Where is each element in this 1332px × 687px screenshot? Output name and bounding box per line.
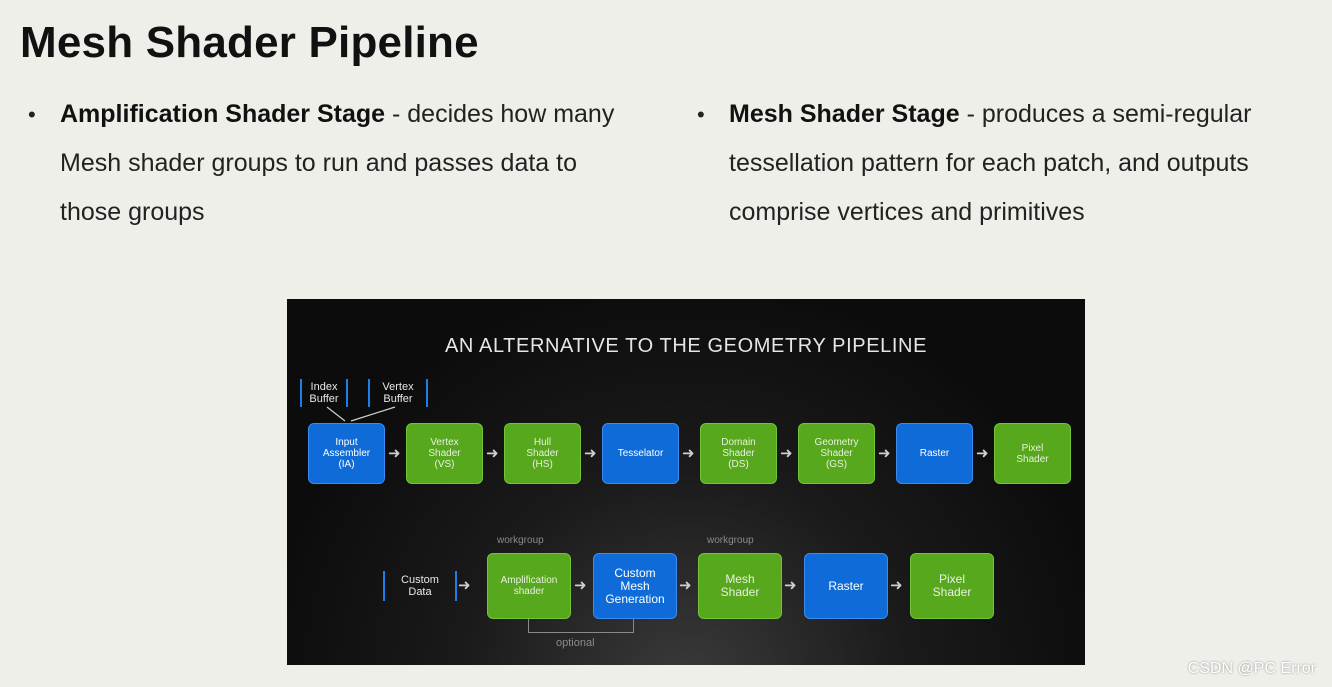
bullet-body: - decides how many Mesh shader groups to…	[60, 100, 615, 226]
arrow-icon: ➜	[679, 577, 692, 594]
pipeline-diagram: AN ALTERNATIVE TO THE GEOMETRY PIPELINE …	[287, 299, 1085, 665]
index-buffer-input: Index Buffer	[300, 379, 348, 407]
stage-input-assembler: Input Assembler (IA)	[308, 423, 385, 484]
arrow-icon: ➜	[784, 577, 797, 594]
stage-pixel-shader: Pixel Shader	[994, 423, 1071, 484]
bullet-text: Mesh Shader Stage - produces a semi-regu…	[729, 90, 1317, 237]
arrow-icon: ➜	[458, 577, 471, 594]
slide-title: Mesh Shader Pipeline	[20, 18, 479, 67]
stage-raster: Raster	[896, 423, 973, 484]
arrow-icon: ➜	[878, 445, 891, 462]
arrow-icon: ➜	[388, 445, 401, 462]
arrow-icon: ➜	[780, 445, 793, 462]
vertex-buffer-input: Vertex Buffer	[368, 379, 428, 407]
arrow-icon: ➜	[574, 577, 587, 594]
bullet-marker: •	[28, 102, 36, 127]
bullet-text: Amplification Shader Stage - decides how…	[60, 90, 638, 237]
stage-mesh-pixel-shader: Pixel Shader	[910, 553, 994, 619]
bullet-mesh-shader: • Mesh Shader Stage - produces a semi-re…	[697, 90, 1317, 237]
workgroup-label: workgroup	[497, 535, 544, 546]
stage-mesh-shader: Mesh Shader	[698, 553, 782, 619]
stage-tesselator: Tesselator	[602, 423, 679, 484]
stage-hull-shader: Hull Shader (HS)	[504, 423, 581, 484]
bullet-heading: Mesh Shader Stage	[729, 100, 960, 128]
bullet-amplification: • Amplification Shader Stage - decides h…	[28, 90, 638, 237]
arrow-icon: ➜	[890, 577, 903, 594]
arrow-icon: ➜	[486, 445, 499, 462]
bullet-marker: •	[697, 102, 705, 127]
bullet-heading: Amplification Shader Stage	[60, 100, 386, 128]
diagram-title: AN ALTERNATIVE TO THE GEOMETRY PIPELINE	[444, 335, 928, 357]
arrow-icon: ➜	[976, 445, 989, 462]
stage-geometry-shader: Geometry Shader (GS)	[798, 423, 875, 484]
bullet-body: - produces a semi-regular tessellation p…	[729, 100, 1252, 226]
optional-bracket	[528, 619, 634, 633]
input-arrows	[326, 406, 396, 422]
stage-amplification-shader: Amplification shader	[487, 553, 571, 619]
stage-custom-mesh-generation: Custom Mesh Generation	[593, 553, 677, 619]
stage-mesh-raster: Raster	[804, 553, 888, 619]
arrow-icon: ➜	[584, 445, 597, 462]
watermark: CSDN @PC Error	[1187, 660, 1316, 677]
stage-domain-shader: Domain Shader (DS)	[700, 423, 777, 484]
stage-vertex-shader: Vertex Shader (VS)	[406, 423, 483, 484]
optional-label: optional	[556, 637, 595, 649]
arrow-icon: ➜	[682, 445, 695, 462]
custom-data-input: Custom Data	[383, 571, 457, 601]
workgroup-label: workgroup	[707, 535, 754, 546]
